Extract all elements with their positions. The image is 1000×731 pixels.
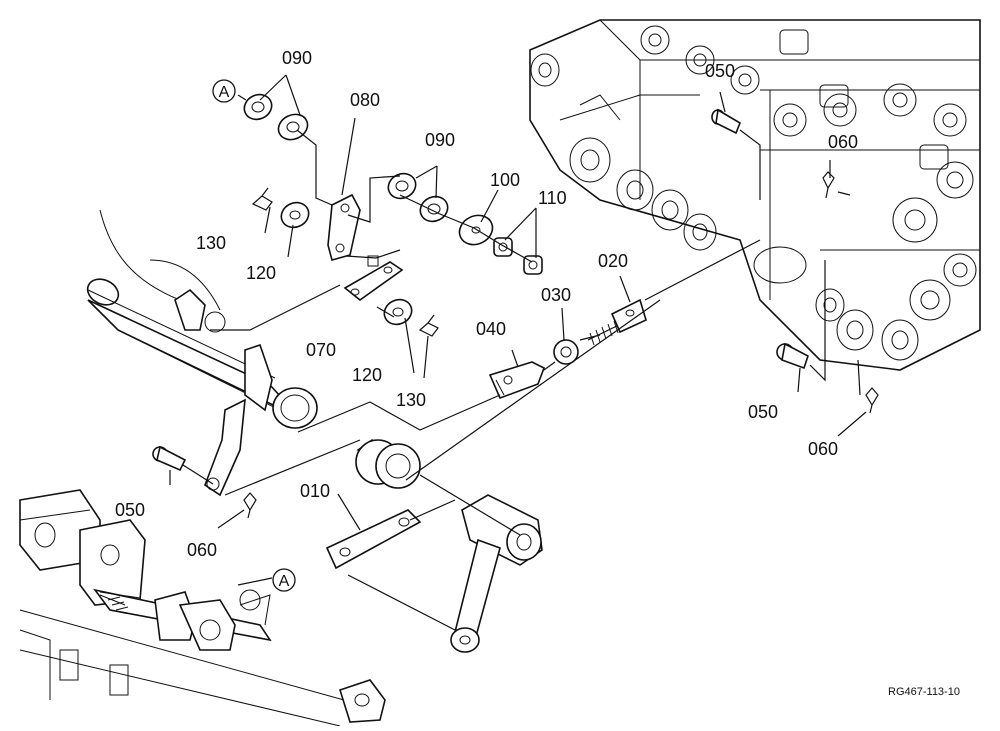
cotter-pin-060-c [243, 492, 257, 519]
washer-090-a [243, 93, 273, 121]
svg-text:A: A [279, 573, 290, 590]
pin-050-c [152, 445, 187, 472]
washer-090-c [387, 172, 417, 200]
cotter-pin-060-a [822, 171, 835, 199]
svg-text:A: A [219, 84, 230, 101]
label-070: 070 [306, 340, 336, 360]
reference-marker-a-top: A [212, 79, 236, 103]
label-090-top: 090 [282, 48, 312, 68]
nut-030 [553, 339, 579, 365]
plate-010 [325, 509, 422, 570]
control-valve-assembly [529, 19, 981, 371]
hitch-frame [19, 489, 386, 727]
label-090-mid: 090 [425, 130, 455, 150]
label-030: 030 [541, 285, 571, 305]
link-080 [327, 193, 361, 261]
cotter-pin-060-b [865, 387, 879, 414]
label-120-mid: 120 [352, 365, 382, 385]
lift-shaft [86, 209, 318, 497]
drawing-code: RG467-113-10 [888, 686, 960, 698]
label-110: 110 [538, 188, 567, 208]
plate-070 [343, 255, 404, 302]
rod-end-020 [587, 298, 647, 346]
label-130-mid: 130 [396, 390, 426, 410]
label-040: 040 [476, 319, 506, 339]
washer-100 [458, 214, 494, 246]
label-100: 100 [490, 170, 520, 190]
label-080: 080 [350, 90, 380, 110]
pin-050-b [776, 342, 809, 370]
washer-090-b [277, 113, 309, 141]
part-labels: 090 080 050 060 090 100 110 130 120 020 … [115, 48, 858, 560]
label-050-right: 050 [748, 402, 778, 422]
washer-120-a [280, 201, 310, 229]
washer-090-d [419, 195, 449, 223]
label-130-left: 130 [196, 233, 226, 253]
label-060-left: 060 [187, 540, 217, 560]
leader-lines [169, 74, 867, 631]
reference-marker-a-bottom: A [272, 568, 296, 592]
label-120-left: 120 [246, 263, 276, 283]
nut-110-a [493, 237, 513, 257]
label-050-top: 050 [705, 61, 735, 81]
rocker-arm [450, 494, 543, 653]
label-020: 020 [598, 251, 628, 271]
bushing [355, 439, 421, 489]
label-060-top: 060 [828, 132, 858, 152]
label-010: 010 [300, 481, 330, 501]
label-060-right: 060 [808, 439, 838, 459]
cotter-pin-130-b [418, 314, 439, 337]
clevis-040 [488, 361, 546, 400]
cotter-pin-130-a [251, 187, 273, 211]
label-050-left: 050 [115, 500, 145, 520]
pin-050-a [711, 108, 741, 135]
